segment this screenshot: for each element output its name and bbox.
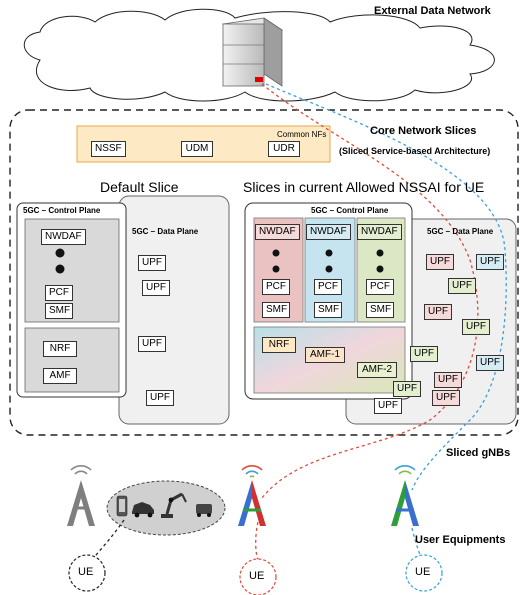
ellipsis-dot bbox=[55, 264, 65, 274]
smf-box-blue: SMF bbox=[314, 302, 342, 318]
ue-label: UE bbox=[249, 570, 265, 582]
ue-label: UE bbox=[78, 566, 94, 578]
red-slice-path bbox=[261, 83, 479, 499]
car-icon bbox=[132, 502, 154, 518]
antenna-tower-icon bbox=[391, 465, 419, 526]
upf-box: UPF bbox=[138, 255, 166, 271]
ellipsis-dot bbox=[376, 249, 384, 257]
upf-box-green: UPF bbox=[393, 381, 421, 397]
upf-box-red: UPF bbox=[432, 390, 460, 406]
common-nfs-label: Common NFs bbox=[277, 130, 327, 139]
red-ue-link bbox=[255, 521, 259, 561]
ellipsis-dot bbox=[325, 249, 333, 257]
pcf-box: PCF bbox=[45, 285, 73, 301]
udm-box: UDM bbox=[181, 141, 213, 157]
smf-box-green: SMF bbox=[366, 302, 394, 318]
upf-box-green: UPF bbox=[410, 346, 438, 362]
external-network-title: External Data Network bbox=[374, 5, 491, 17]
ellipsis-dot bbox=[55, 248, 65, 258]
device-ue-link bbox=[91, 519, 125, 561]
default-slice-title: Default Slice bbox=[100, 179, 179, 195]
nwdaf-box: NWDAF bbox=[41, 229, 86, 245]
upf-box: UPF bbox=[146, 390, 174, 406]
device-group bbox=[106, 480, 226, 536]
upf-box: UPF bbox=[138, 336, 166, 352]
server-icon bbox=[221, 17, 284, 87]
nwdaf-box-red: NWDAF bbox=[255, 224, 300, 240]
ue-circle-blue bbox=[405, 554, 443, 592]
upf-box-red: UPF bbox=[434, 372, 462, 388]
core-slices-title: Core Network Slices bbox=[370, 125, 477, 137]
upf-box-green: UPF bbox=[448, 278, 476, 294]
ue-label: UE bbox=[415, 566, 431, 578]
amf1-box: AMF-1 bbox=[305, 347, 345, 363]
core-slices-subtitle: (Sliced Service-based Architecture) bbox=[339, 146, 491, 156]
pcf-box-red: PCF bbox=[262, 279, 290, 295]
nwdaf-box-green: NWDAF bbox=[357, 224, 402, 240]
upf-box-red: UPF bbox=[426, 254, 454, 270]
ellipsis-dot bbox=[325, 265, 333, 273]
udr-box: UDR bbox=[268, 141, 300, 157]
ellipsis-dot bbox=[376, 265, 384, 273]
ue-circle-red bbox=[239, 558, 277, 595]
smf-box-red: SMF bbox=[262, 302, 290, 318]
ue-circle-default bbox=[68, 554, 106, 592]
default-cp-label: 5GC – Control Plane bbox=[23, 206, 101, 215]
allowed-slices-title: Slices in current Allowed NSSAI for UE bbox=[243, 179, 485, 195]
nssf-box: NSSF bbox=[91, 141, 126, 157]
smf-box: SMF bbox=[45, 303, 73, 319]
allowed-cp-label: 5GC – Control Plane bbox=[311, 206, 389, 215]
nrf-box: NRF bbox=[43, 341, 77, 357]
default-dp-label: 5GC – Data Plane bbox=[132, 227, 199, 236]
pcf-box-green: PCF bbox=[366, 279, 394, 295]
device-icon bbox=[196, 504, 212, 517]
user-equipments-title: User Equipments bbox=[415, 534, 506, 546]
antenna-tower-icon bbox=[67, 465, 95, 526]
ellipsis-dot bbox=[272, 265, 280, 273]
amf2-box: AMF-2 bbox=[357, 362, 397, 378]
sliced-gnbs-title: Sliced gNBs bbox=[446, 447, 511, 459]
upf-box: UPF bbox=[142, 280, 170, 296]
nwdaf-box-blue: NWDAF bbox=[306, 224, 351, 240]
amf-box: AMF bbox=[43, 368, 77, 384]
blue-slice-path bbox=[265, 83, 507, 491]
upf-box: UPF bbox=[374, 398, 402, 414]
allowed-dp-label: 5GC – Data Plane bbox=[427, 227, 494, 236]
upf-box-red: UPF bbox=[424, 304, 452, 320]
upf-box-blue: UPF bbox=[476, 254, 504, 270]
phone-icon bbox=[116, 495, 128, 517]
upf-box-green: UPF bbox=[462, 319, 490, 335]
upf-box-blue: UPF bbox=[476, 355, 504, 371]
antenna-tower-icon bbox=[238, 465, 266, 526]
ellipsis-dot bbox=[272, 249, 280, 257]
shared-nrf-box: NRF bbox=[262, 337, 296, 353]
pcf-box-blue: PCF bbox=[314, 279, 342, 295]
robot-arm-icon bbox=[161, 492, 187, 518]
